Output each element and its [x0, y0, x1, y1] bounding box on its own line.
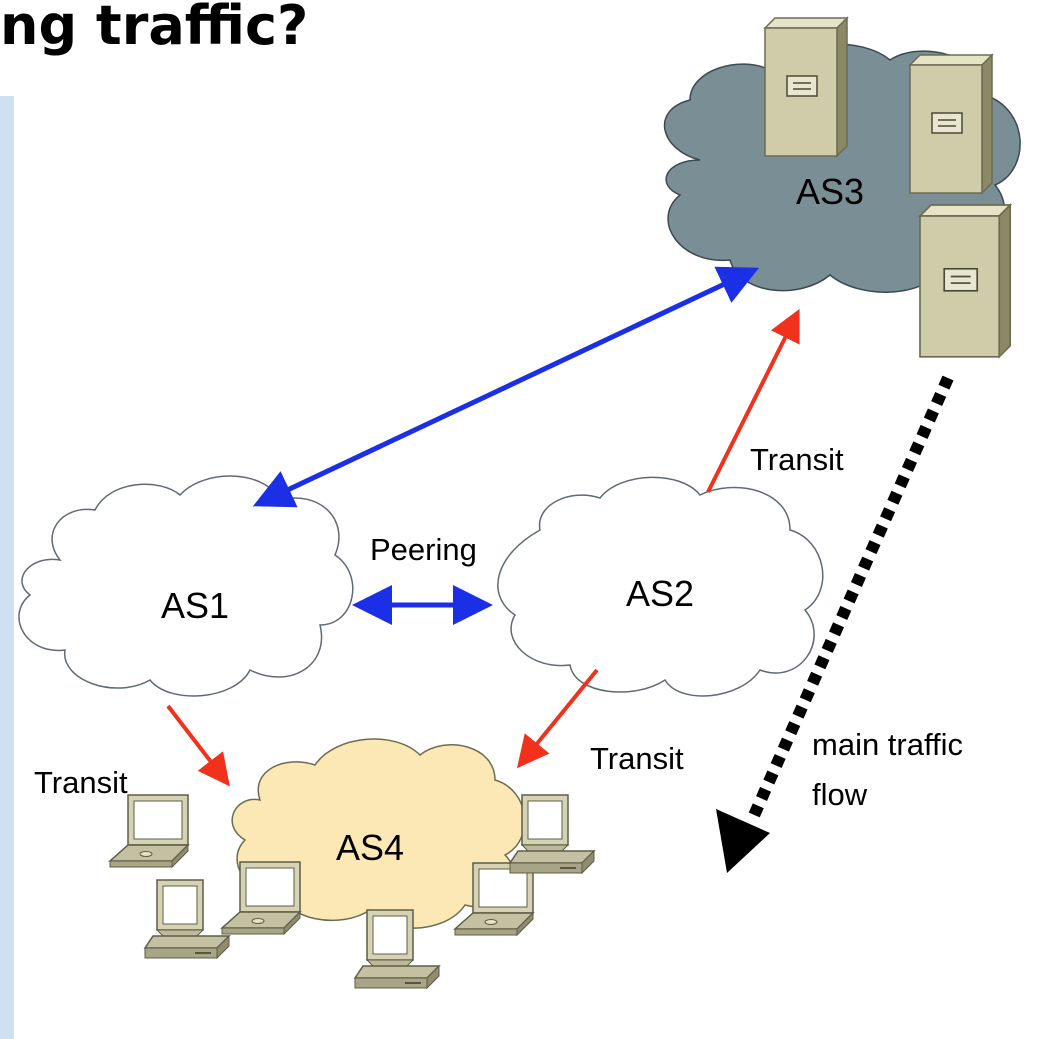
- peering-link-as1-as3: [252, 266, 760, 508]
- peering-label: Peering: [370, 532, 477, 567]
- transit-link-as1-as4: [166, 704, 230, 787]
- sidebar-accent: [0, 96, 14, 1039]
- transit-label-as1-as4: Transit: [34, 765, 128, 800]
- server-icon: [764, 17, 848, 157]
- main-traffic-flow-label-line2: flow: [812, 777, 868, 812]
- as3-label: AS3: [796, 171, 864, 212]
- laptop-icon: [109, 794, 189, 868]
- main-traffic-flow-arrowhead: [716, 809, 770, 873]
- as1-label: AS1: [161, 585, 229, 626]
- as1-cloud: [18, 475, 354, 697]
- server-icon: [909, 54, 993, 194]
- desktop-pc-icon: [509, 794, 595, 874]
- slide-title: ng traffic?: [0, 0, 309, 57]
- main-traffic-flow-label: main traffic: [812, 727, 963, 762]
- laptop-icon: [221, 861, 301, 935]
- as2-label: AS2: [626, 573, 694, 614]
- transit-link-as2-as4: [516, 668, 599, 769]
- desktop-pc-icon: [144, 879, 230, 959]
- transit-label-as2-as3: Transit: [750, 442, 844, 477]
- transit-link-as2-as3: [706, 308, 800, 493]
- server-icon: [919, 204, 1012, 358]
- transit-label-as2-as4: Transit: [590, 741, 684, 776]
- main-traffic-flow-arrow: [746, 375, 954, 823]
- as4-label: AS4: [336, 827, 404, 868]
